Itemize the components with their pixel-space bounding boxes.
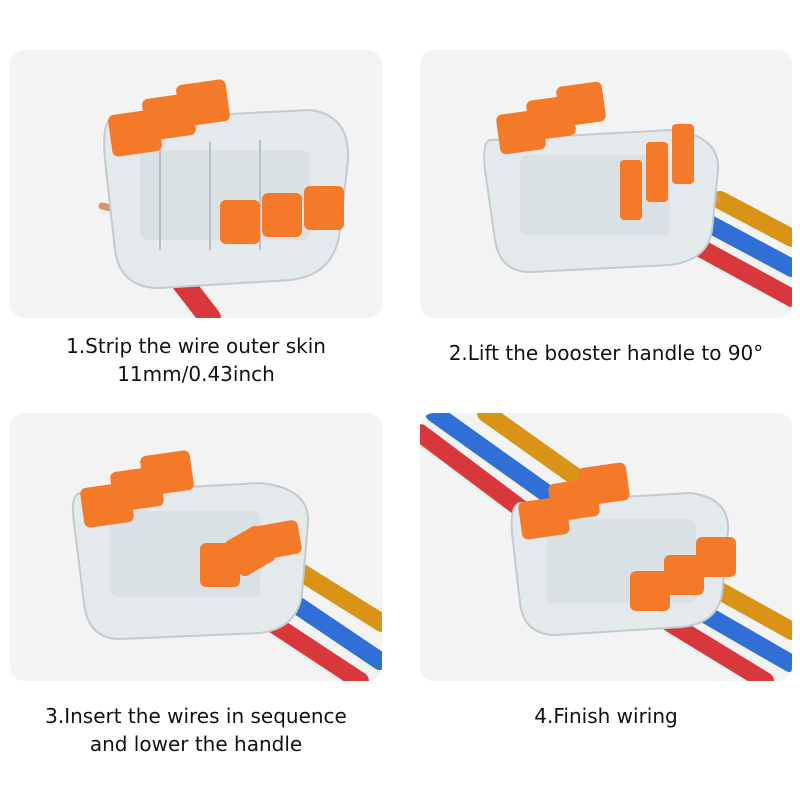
step-3-caption-line2: and lower the handle [89,732,303,756]
connector-illustration-step-1 [98,79,350,318]
orange-levers [108,79,344,244]
step-3-caption: 3.Insert the wires in sequence and lower… [10,702,382,758]
step-1-caption: 1.Strip the wire outer skin 11mm/0.43inc… [10,332,382,388]
step-4-caption-line1: 4.Finish wiring [534,704,678,728]
connector-illustration-step-4 [420,413,792,681]
step-4-image [420,413,792,681]
step-3-caption-line1: 3.Insert the wires in sequence [45,704,347,728]
step-2-caption: 2.Lift the booster handle to 90° [420,339,792,367]
orange-levers [80,450,302,587]
step-2-image [420,50,792,318]
step-3-image [10,413,382,681]
step-4-caption: 4.Finish wiring [420,702,792,730]
connector-illustration-step-2 [483,81,792,307]
wires [263,564,382,681]
step-1-caption-line1: 1.Strip the wire outer skin [66,334,326,358]
step-1-image [10,50,382,318]
step-2-caption-line1: 2.Lift the booster handle to 90° [448,341,764,365]
step-1-caption-line2: 11mm/0.43inch [117,362,275,386]
orange-levers [496,81,694,220]
connector-illustration-step-3 [71,450,382,681]
orange-levers [518,462,736,611]
